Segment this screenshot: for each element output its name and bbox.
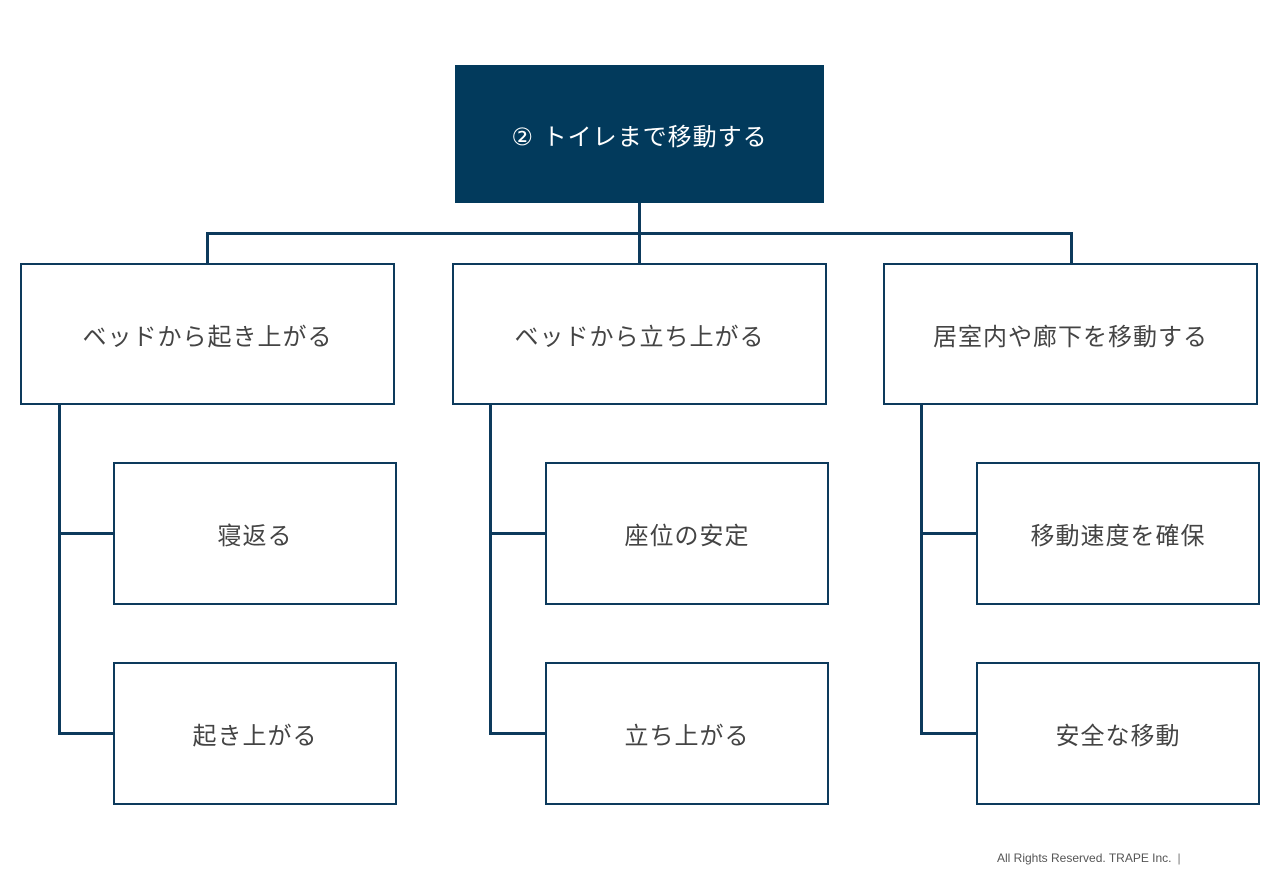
leaf-node-1-1: 寝返る xyxy=(113,462,397,605)
stub-3-1 xyxy=(920,532,977,535)
branch-label-1: ベッドから起き上がる xyxy=(82,322,333,351)
copyright-text: All Rights Reserved. TRAPE Inc. xyxy=(997,851,1172,865)
branch-node-2: ベッドから立ち上がる xyxy=(452,263,827,405)
root-node: ② トイレまで移動する xyxy=(455,65,824,203)
branch-label-2: ベッドから立ち上がる xyxy=(514,322,765,351)
branch-drop-1 xyxy=(206,232,209,263)
leaf-label-2-1: 座位の安定 xyxy=(624,522,750,550)
root-label: ② トイレまで移動する xyxy=(511,122,768,151)
copyright-footer: All Rights Reserved. TRAPE Inc. | xyxy=(997,851,1181,865)
branch-drop-3 xyxy=(1070,232,1073,263)
leaf-label-1-1: 寝返る xyxy=(217,522,293,550)
leaf-label-3-2: 安全な移動 xyxy=(1055,722,1181,750)
leaf-label-1-2: 起き上がる xyxy=(192,722,318,750)
leaf-node-1-2: 起き上がる xyxy=(113,662,397,805)
leaf-node-3-2: 安全な移動 xyxy=(976,662,1260,805)
leaf-node-2-2: 立ち上がる xyxy=(545,662,829,805)
stub-1-1 xyxy=(58,532,115,535)
branch-node-3: 居室内や廊下を移動する xyxy=(883,263,1258,405)
branch-bus xyxy=(206,232,1073,235)
stub-2-1 xyxy=(489,532,546,535)
stub-2-2 xyxy=(489,732,546,735)
spine-1 xyxy=(58,405,61,735)
leaf-node-3-1: 移動速度を確保 xyxy=(976,462,1260,605)
spine-3 xyxy=(920,405,923,735)
stub-3-2 xyxy=(920,732,977,735)
branch-label-3: 居室内や廊下を移動する xyxy=(933,322,1208,351)
leaf-node-2-1: 座位の安定 xyxy=(545,462,829,605)
spine-2 xyxy=(489,405,492,735)
footer-separator: | xyxy=(1177,851,1181,865)
stub-1-2 xyxy=(58,732,115,735)
branch-node-1: ベッドから起き上がる xyxy=(20,263,395,405)
leaf-label-2-2: 立ち上がる xyxy=(624,722,750,750)
leaf-label-3-1: 移動速度を確保 xyxy=(1030,522,1206,550)
